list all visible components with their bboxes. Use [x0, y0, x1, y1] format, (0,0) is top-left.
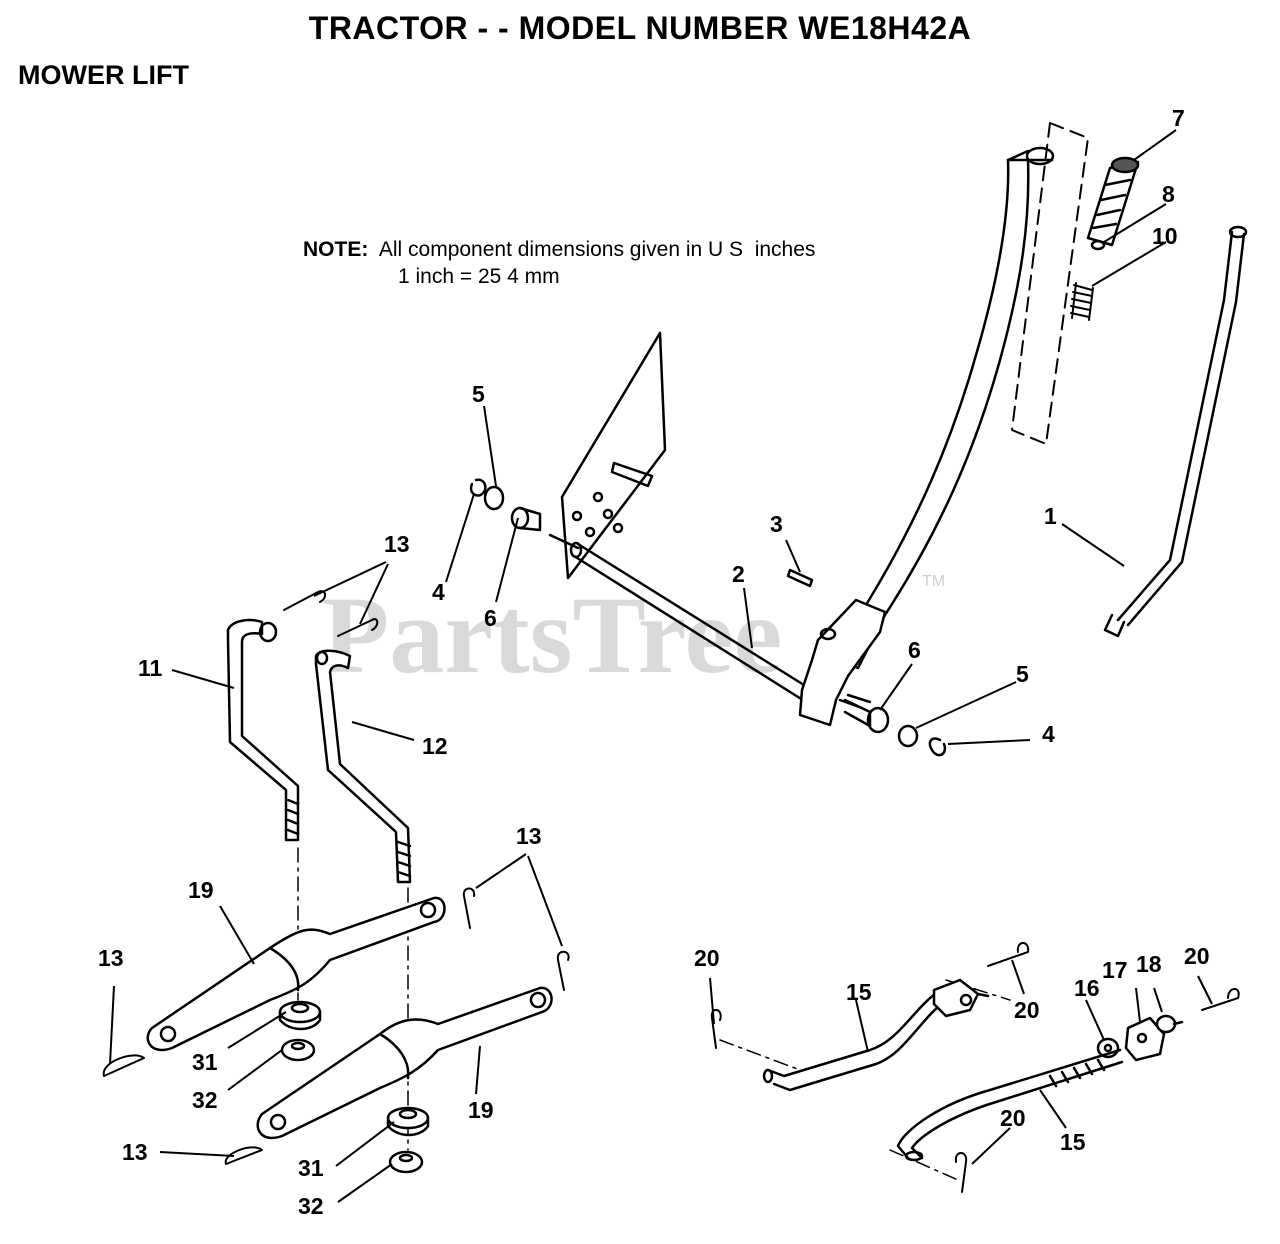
- callout-4-lower: 4: [1042, 721, 1055, 747]
- note-line-1: All component dimensions given in U S in…: [378, 238, 816, 261]
- callout-15-upper: 15: [846, 979, 872, 1005]
- hairpin-13-group: [102, 887, 570, 1165]
- bushing-31-upper: [278, 1000, 322, 1031]
- mounting-plate: [560, 331, 667, 580]
- bushing-6-lower: [843, 698, 890, 734]
- page-title: TRACTOR - - MODEL NUMBER WE18H42A: [308, 10, 972, 46]
- note-line-2: 1 inch = 25 4 mm: [398, 265, 560, 288]
- callout-2: 2: [732, 561, 745, 587]
- shaft-bracket: [798, 598, 887, 727]
- callout-31-lower: 31: [298, 1155, 324, 1181]
- watermark-text: PartsTree: [322, 574, 782, 696]
- hairpin-13-upper: [283, 590, 379, 637]
- note-label: NOTE:: [303, 238, 369, 261]
- adjuster-block-upper: [932, 978, 990, 1018]
- callout-13-left: 13: [98, 945, 124, 971]
- bushing-6-upper: [510, 506, 542, 532]
- guide-lines: [297, 847, 1011, 1181]
- callout-13-upper: 13: [384, 531, 410, 557]
- adjuster-block-17: [1124, 1016, 1166, 1062]
- callout-5-upper: 5: [472, 381, 485, 407]
- adjuster-rod-15-lower: [896, 1048, 1124, 1162]
- callout-20-left: 20: [694, 945, 720, 971]
- callout-labels: 7 8 10 1 5 4 6 3 2 6 5 4 13 11 12 13 19 …: [98, 105, 1210, 1219]
- washer-8: [1090, 239, 1106, 251]
- callout-3: 3: [770, 511, 783, 537]
- callout-10: 10: [1152, 223, 1178, 249]
- callout-5-lower: 5: [1016, 661, 1029, 687]
- callout-15-lower: 15: [1060, 1129, 1086, 1155]
- watermark-trademark: TM: [922, 573, 945, 590]
- lift-arm-19-upper: [146, 896, 446, 1052]
- section-title: MOWER LIFT: [18, 60, 189, 90]
- callout-19-lower: 19: [468, 1097, 494, 1123]
- grip-outline-dashed: [1011, 122, 1089, 445]
- callout-20-right: 20: [1184, 943, 1210, 969]
- leader-lines: [109, 129, 1213, 1203]
- pin-3: [786, 568, 814, 588]
- spring-10: [1070, 282, 1094, 321]
- handle-grip: [1086, 156, 1140, 247]
- callout-32-upper: 32: [192, 1087, 218, 1113]
- callout-16: 16: [1074, 975, 1100, 1001]
- callout-1: 1: [1044, 503, 1057, 529]
- callout-31-upper: 31: [192, 1049, 218, 1075]
- e-clip-4-lower: [928, 737, 947, 757]
- callout-13-mid: 13: [516, 823, 542, 849]
- callout-18: 18: [1136, 951, 1162, 977]
- lift-handle: [836, 146, 1055, 670]
- washer-5-lower: [897, 724, 919, 748]
- watermark: PartsTree TM: [322, 573, 945, 696]
- e-clip-4-upper: [469, 478, 487, 497]
- callout-17: 17: [1102, 957, 1128, 983]
- callout-7: 7: [1172, 105, 1185, 131]
- washer-5-upper: [483, 485, 505, 511]
- callout-11: 11: [138, 655, 163, 681]
- callout-6-upper: 6: [484, 605, 497, 631]
- callout-13-lower: 13: [122, 1139, 148, 1165]
- callout-32-lower: 32: [298, 1193, 324, 1219]
- hairpin-20-group: [710, 942, 1240, 1193]
- callout-20-lower: 20: [1000, 1105, 1026, 1131]
- lift-link-12: [314, 649, 412, 884]
- callout-4-upper: 4: [432, 579, 445, 605]
- lift-link-11: [226, 618, 300, 842]
- nut-32-lower: [388, 1150, 424, 1174]
- lift-arm-19-lower: [256, 986, 553, 1140]
- callout-6-lower: 6: [908, 637, 921, 663]
- lift-rod: [1103, 225, 1248, 638]
- callout-20-mid: 20: [1014, 997, 1040, 1023]
- nut-32-upper: [280, 1038, 316, 1062]
- callout-12: 12: [422, 733, 448, 759]
- adjuster-rod-15-upper: [762, 988, 948, 1092]
- callout-8: 8: [1162, 181, 1175, 207]
- lift-shaft: [548, 533, 814, 704]
- screw-18: [1155, 1014, 1184, 1034]
- callout-19-upper: 19: [188, 877, 214, 903]
- dimension-note: NOTE: All component dimensions given in …: [303, 236, 815, 290]
